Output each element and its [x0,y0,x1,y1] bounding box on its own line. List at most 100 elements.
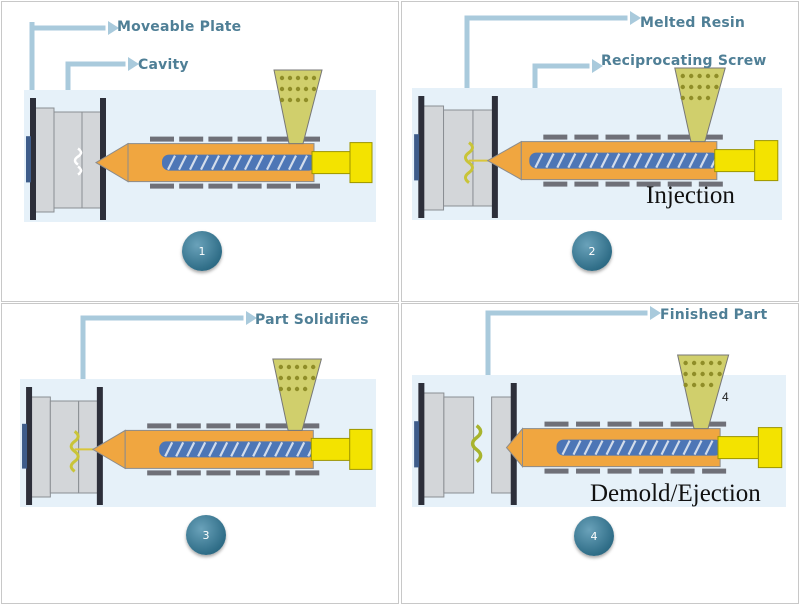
screw-flight [556,153,566,169]
screw-flight [189,155,198,171]
resin-granule [688,73,694,79]
resin-granule [286,386,292,392]
resin-granule [295,75,301,81]
heater-band-bottom-3 [607,468,632,474]
heater-band-bottom-3 [605,181,630,187]
resin-granule [714,73,719,79]
heater-band-top-3 [208,136,233,142]
ram-head [754,140,779,182]
resin-granule [302,386,308,392]
demold-ejection-title: Demold/Ejection [590,480,761,507]
callout-arrow-bar-1 [29,25,106,31]
screw-flight [241,441,251,457]
moveable-platen [30,98,36,220]
resin-granule [303,97,309,103]
resin-granule [286,364,292,370]
screw-flight [175,441,185,457]
ram-rod [310,437,357,461]
resin-granule [705,84,711,90]
heater-band-bottom-4 [236,470,261,476]
hopper [272,358,323,431]
heater-band-bottom-5 [670,468,695,474]
heater-band-bottom-5 [265,470,290,476]
resin-granule [683,360,688,366]
screw-flight [277,155,286,171]
moveable-plate-label: Moveable Plate [117,19,242,35]
screw-flight [299,155,308,171]
resin-granule [680,95,685,101]
ram-head [349,142,373,184]
heater-band-top-4 [639,421,664,427]
screw-flight [622,153,632,169]
heater-band-top-2 [176,423,201,429]
resin-granule [697,95,702,101]
resin-granule [700,360,705,366]
screw-flight [561,440,571,456]
heater-band-top-6 [295,423,320,429]
heater-band-bottom-6 [698,181,723,187]
callout-arrow-stem-1 [464,18,470,110]
screw-flight [704,440,714,456]
resin-granule [688,84,694,90]
resin-granule [303,75,309,81]
screw-flight [222,155,231,171]
callout-arrow-bar-1 [485,310,648,316]
resin-granule [717,360,722,366]
finished-part [470,424,483,463]
clamp-rod [414,134,420,181]
screw-flight [567,153,577,169]
heater-band-top-5 [265,423,290,429]
heater-band-top-1 [150,136,174,142]
callout-arrowhead-1 [246,311,257,325]
heater-band-top-5 [667,134,692,140]
screw-flight [666,153,676,169]
moveable-mould-half [443,109,474,207]
callout-arrow-bar-2 [532,63,590,69]
heater-band-bottom-1 [150,183,174,189]
heater-band-top-4 [636,134,661,140]
resin-granule [683,371,688,377]
moveable-mould-half [49,400,80,494]
resin-granule [294,375,300,381]
ram-head [349,428,373,470]
resin-granule [294,386,300,392]
resin-granule [286,375,292,381]
resin-granule [287,75,293,81]
screw-flight [266,155,275,171]
resin-granule [287,86,293,92]
finished-part-label: Finished Part [660,307,768,323]
step-badge-1: 1 [182,231,222,271]
heater-band-top-3 [605,134,630,140]
screw-flight [545,153,555,169]
reciprocating-screw [162,154,316,171]
resin-granule [717,371,722,377]
heater-band-bottom-6 [296,183,320,189]
moveable-mould-half [443,396,475,494]
heater-band-top-4 [236,423,261,429]
resin-granule [691,360,697,366]
hopper [677,354,730,430]
heater-band-top-6 [296,136,320,142]
heater-band-bottom-4 [639,468,664,474]
clamp-rod [414,421,420,468]
screw-flight [693,440,703,456]
resin-granule [691,382,697,388]
filled-cavity [463,141,474,184]
cavity-label: Cavity [138,57,189,73]
resin-granule [311,364,316,370]
screw-flight [699,153,709,169]
ram-rod [311,151,357,175]
screw-flight [255,155,264,171]
resin-granule [294,364,300,370]
screw-flight [616,440,626,456]
screw-flight [186,441,196,457]
resin-granule [697,84,702,90]
hopper [273,69,323,145]
callout-arrowhead-1 [630,11,641,25]
screw-flight [244,155,253,171]
screw-flight [644,153,654,169]
screw-flight [233,155,242,171]
screw-flight [589,153,599,169]
ram-rod [717,436,766,460]
screw-flight [638,440,648,456]
